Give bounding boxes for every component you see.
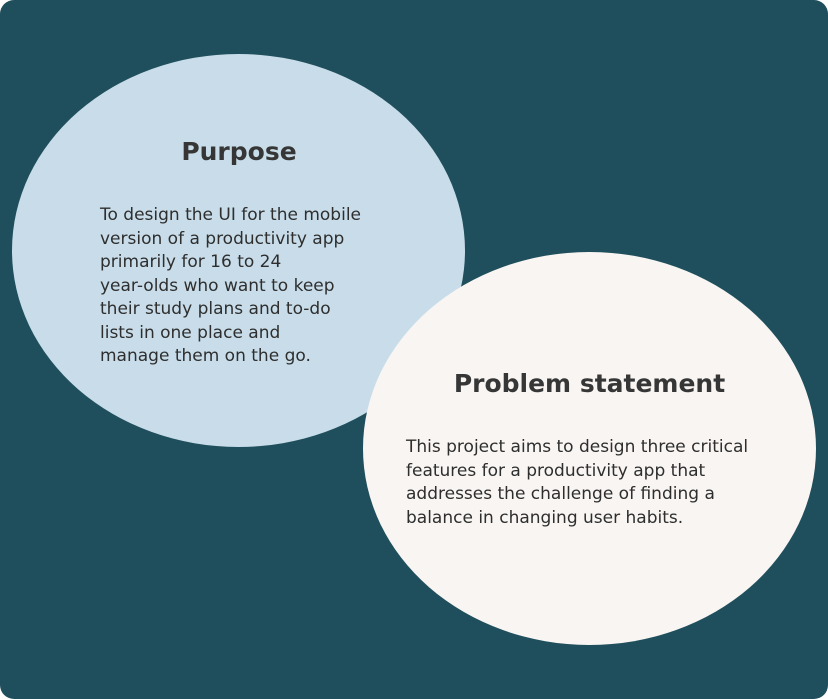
purpose-heading: Purpose [181, 137, 297, 166]
problem-statement-text: This project aims to design three critic… [406, 437, 749, 528]
purpose-text: To design the UI for the mobile version … [100, 205, 362, 366]
problem-statement-heading: Problem statement [453, 369, 726, 398]
problem-statement-ellipse [363, 252, 816, 645]
